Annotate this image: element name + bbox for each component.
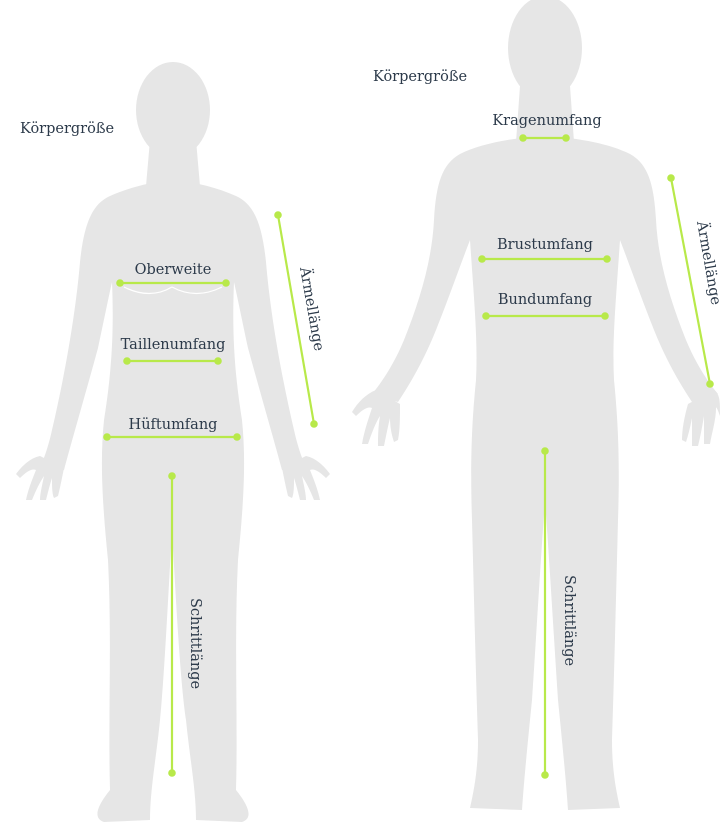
male-height-label: Körpergröße <box>373 69 467 85</box>
female-inseam-label: Schrittlänge <box>187 598 203 689</box>
male-collar-dot-left <box>519 134 527 142</box>
male-waistband-label: Bundumfang <box>498 292 592 308</box>
female-height-label: Körpergröße <box>20 121 114 137</box>
female-bust-dot-left <box>116 279 124 287</box>
male-inseam-dot-bottom <box>541 771 549 779</box>
female-waist-dot-right <box>214 357 222 365</box>
female-sleeve-dot-top <box>274 211 282 219</box>
female-bust-label: Oberweite <box>135 262 212 278</box>
female-inseam-dot-bottom <box>168 769 176 777</box>
female-bust-dot-right <box>222 279 230 287</box>
male-chest-dot-left <box>478 255 486 263</box>
female-sleeve-label: Ärmellänge <box>296 265 329 353</box>
female-hip-dot-left <box>103 433 111 441</box>
male-waistband-dot-left <box>482 312 490 320</box>
male-collar-label: Kragenumfang <box>492 113 601 129</box>
female-hip-dot-right <box>233 433 241 441</box>
male-chest-dot-right <box>603 255 611 263</box>
male-figure: Körpergröße Kragenumfang Brustumfang Bun… <box>352 0 720 810</box>
male-inseam-label: Schrittlänge <box>561 575 577 666</box>
female-inseam-dot-top <box>168 472 176 480</box>
female-figure: Körpergröße Oberweite Taillenumfang Hüft… <box>16 62 330 822</box>
female-hip-label: Hüftumfang <box>129 417 218 433</box>
female-waist-label: Taillenumfang <box>121 337 226 353</box>
male-sleeve-label: Ärmellänge <box>693 219 720 307</box>
male-collar-dot-right <box>562 134 570 142</box>
female-waist-dot-left <box>123 357 131 365</box>
male-sleeve-dot-bottom <box>706 380 714 388</box>
male-sleeve-dot-top <box>667 174 675 182</box>
male-inseam-dot-top <box>541 447 549 455</box>
male-chest-label: Brustumfang <box>497 237 593 253</box>
female-sleeve-dot-bottom <box>310 420 318 428</box>
male-waistband-dot-right <box>601 312 609 320</box>
